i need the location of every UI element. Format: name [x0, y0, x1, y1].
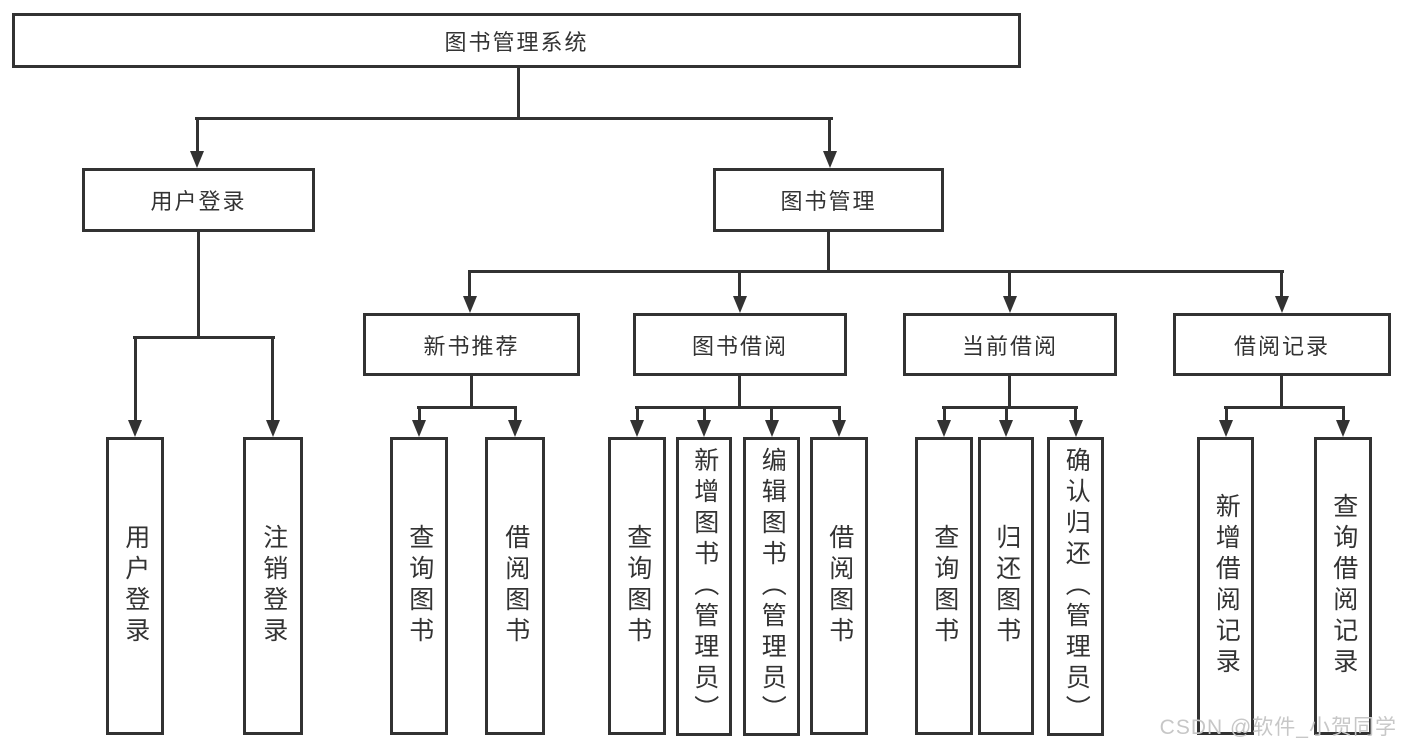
- connector-line: [1074, 406, 1077, 422]
- connector-line: [827, 232, 830, 273]
- arrowhead-down-icon: [697, 420, 711, 437]
- node-label: 确认归还（管理员）: [1062, 447, 1091, 726]
- arrowhead-down-icon: [508, 420, 522, 437]
- leaf-query-books-borrowing: 查询图书: [608, 437, 666, 735]
- connector-line: [418, 406, 421, 422]
- connector-line: [1008, 376, 1011, 409]
- node-label: 新增借阅记录: [1212, 493, 1241, 679]
- connector-line: [828, 117, 831, 153]
- connector-line: [738, 270, 741, 298]
- leaf-borrow-books-borrowing: 借阅图书: [810, 437, 868, 735]
- connector-line: [1225, 406, 1228, 422]
- arrowhead-down-icon: [1336, 420, 1350, 437]
- node-label: 图书借阅: [691, 333, 788, 359]
- connector-line: [770, 406, 773, 422]
- node-new-book-recommend: 新书推荐: [363, 313, 580, 376]
- connector-line: [514, 406, 517, 422]
- arrowhead-down-icon: [765, 420, 779, 437]
- connector-line: [133, 336, 275, 339]
- connector-line: [1280, 376, 1283, 409]
- connector-line: [1224, 406, 1345, 409]
- node-book-management-system: 图书管理系统: [12, 13, 1021, 68]
- arrowhead-down-icon: [463, 296, 477, 313]
- node-borrowing-records: 借阅记录: [1173, 313, 1391, 376]
- leaf-query-books-current: 查询图书: [915, 437, 973, 735]
- connector-line: [636, 406, 639, 422]
- connector-line: [738, 376, 741, 409]
- arrowhead-down-icon: [937, 420, 951, 437]
- arrowhead-down-icon: [1003, 296, 1017, 313]
- leaf-add-borrow-record: 新增借阅记录: [1197, 437, 1254, 735]
- node-book-borrowing: 图书借阅: [633, 313, 847, 376]
- connector-line: [1005, 406, 1008, 422]
- leaf-query-books-recommend: 查询图书: [390, 437, 448, 735]
- arrowhead-down-icon: [1219, 420, 1233, 437]
- node-label: 借阅图书: [825, 524, 854, 648]
- connector-line: [635, 406, 841, 409]
- arrowhead-down-icon: [412, 420, 426, 437]
- node-label: 图书管理: [780, 189, 877, 214]
- leaf-add-book-admin: 新增图书（管理员）: [676, 437, 732, 736]
- connector-line: [197, 232, 200, 339]
- arrowhead-down-icon: [266, 420, 280, 437]
- arrowhead-down-icon: [1069, 420, 1083, 437]
- node-label: 用户登录: [150, 189, 247, 214]
- arrowhead-down-icon: [999, 420, 1013, 437]
- connector-line: [417, 406, 517, 409]
- node-label: 查询图书: [405, 524, 434, 648]
- connector-root-stem: [517, 66, 520, 120]
- connector-line: [703, 406, 706, 422]
- node-label: 图书管理系统: [444, 29, 589, 55]
- connector-line: [134, 336, 137, 422]
- leaf-logout: 注销登录: [243, 437, 303, 735]
- node-label: 用户登录: [121, 524, 150, 648]
- leaf-query-borrow-record: 查询借阅记录: [1314, 437, 1372, 735]
- arrowhead-down-icon: [823, 151, 837, 168]
- node-user-login: 用户登录: [82, 168, 315, 232]
- csdn-watermark: CSDN @软件_小贺同学: [1159, 716, 1397, 739]
- arrowhead-down-icon: [733, 296, 747, 313]
- node-label: 查询图书: [623, 524, 652, 648]
- connector-root-hbar: [195, 117, 833, 120]
- node-book-management: 图书管理: [713, 168, 944, 232]
- connector-line: [943, 406, 946, 422]
- node-label: 注销登录: [259, 524, 288, 648]
- connector-line: [196, 117, 199, 153]
- node-label: 查询图书: [930, 524, 959, 648]
- connector-line: [1280, 270, 1283, 298]
- node-label: 借阅记录: [1233, 333, 1330, 359]
- connector-line: [1008, 270, 1011, 298]
- node-label: 新增图书（管理员）: [690, 447, 719, 726]
- connector-line: [271, 336, 274, 422]
- connector-line: [470, 376, 473, 409]
- leaf-borrow-books-recommend: 借阅图书: [485, 437, 545, 735]
- leaf-user-login: 用户登录: [106, 437, 164, 735]
- connector-line: [942, 406, 1078, 409]
- leaf-confirm-return-admin: 确认归还（管理员）: [1047, 437, 1104, 736]
- node-label: 归还图书: [992, 524, 1021, 648]
- leaf-return-books: 归还图书: [978, 437, 1034, 735]
- node-label: 新书推荐: [423, 333, 520, 359]
- leaf-edit-book-admin: 编辑图书（管理员）: [743, 437, 800, 736]
- node-label: 借阅图书: [501, 524, 530, 648]
- node-label: 查询借阅记录: [1329, 493, 1358, 679]
- node-current-borrowing: 当前借阅: [903, 313, 1117, 376]
- node-label: 当前借阅: [961, 333, 1058, 359]
- connector-line: [1342, 406, 1345, 422]
- arrowhead-down-icon: [1275, 296, 1289, 313]
- connector-line: [468, 270, 1284, 273]
- arrowhead-down-icon: [832, 420, 846, 437]
- connector-line: [838, 406, 841, 422]
- arrowhead-down-icon: [128, 420, 142, 437]
- connector-line: [468, 270, 471, 298]
- arrowhead-down-icon: [190, 151, 204, 168]
- arrowhead-down-icon: [630, 420, 644, 437]
- node-label: 编辑图书（管理员）: [758, 447, 787, 726]
